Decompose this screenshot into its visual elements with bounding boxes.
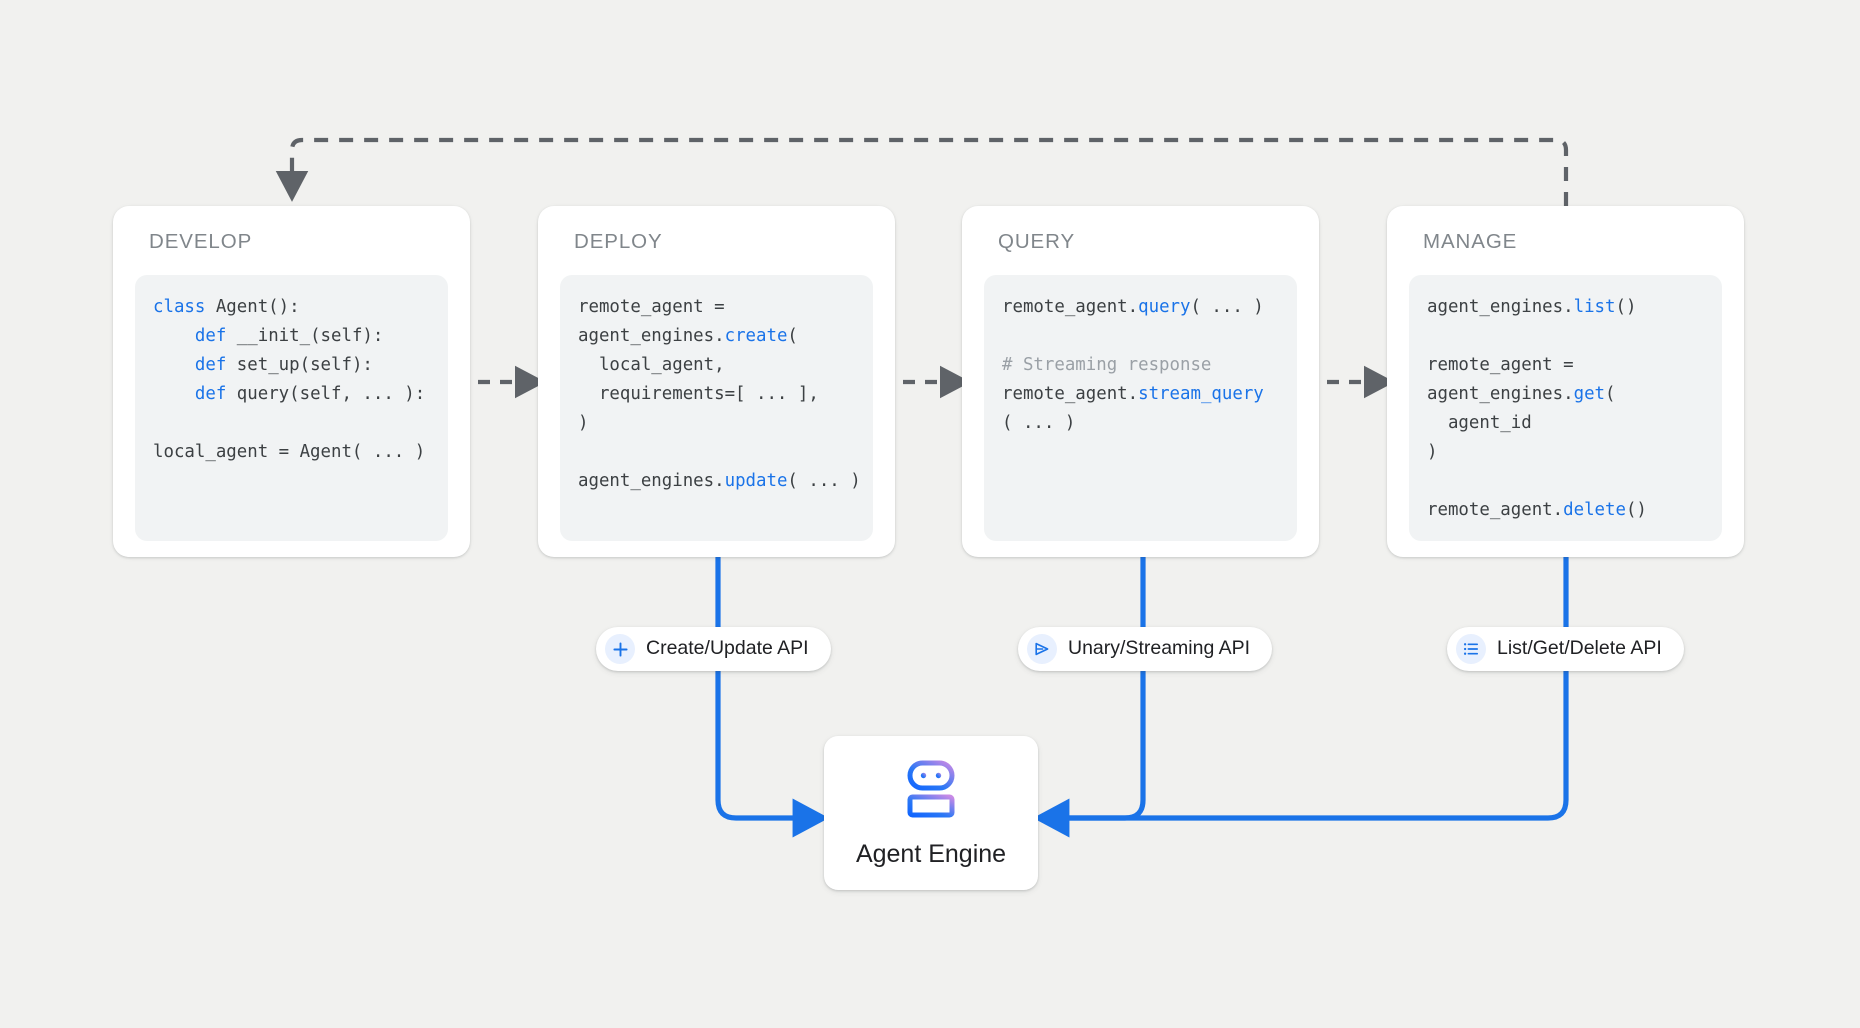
stage-title-deploy: DEPLOY: [574, 230, 663, 253]
api-pill-list-get-delete[interactable]: List/Get/Delete API: [1447, 627, 1684, 671]
agent-engine-node[interactable]: Agent Engine: [824, 736, 1038, 890]
feedback-loop-connector: [275, 137, 1569, 206]
code-block-deploy: remote_agent = agent_engines.create( loc…: [560, 274, 873, 541]
stage-card-deploy: DEPLOY remote_agent = agent_engines.crea…: [538, 206, 895, 557]
code-block-query: remote_agent.query( ... ) # Streaming re…: [984, 274, 1297, 541]
stage-card-develop: DEVELOP class Agent(): def __init_(self)…: [113, 206, 470, 557]
robot-icon: [895, 759, 967, 828]
send-icon: [1027, 634, 1057, 664]
api-pill-label: Create/Update API: [646, 637, 809, 660]
stage-card-query: QUERY remote_agent.query( ... ) # Stream…: [962, 206, 1319, 557]
stage-title-query: QUERY: [998, 230, 1076, 253]
stage-title-manage: MANAGE: [1423, 230, 1518, 253]
list-icon: [1456, 634, 1486, 664]
api-pill-label: List/Get/Delete API: [1497, 637, 1662, 660]
code-block-develop: class Agent(): def __init_(self): def se…: [135, 274, 448, 541]
deploy-to-agent-engine-wire: [715, 557, 829, 838]
api-pill-unary-streaming[interactable]: Unary/Streaming API: [1018, 627, 1273, 671]
manage-to-agent-engine-wire: [1033, 557, 1569, 838]
api-pill-label: Unary/Streaming API: [1068, 637, 1251, 660]
code-block-manage: agent_engines.list() remote_agent = agen…: [1409, 274, 1722, 541]
plus-icon: [605, 634, 635, 664]
query-to-agent-engine-wire: [1060, 557, 1146, 821]
stage-title-develop: DEVELOP: [149, 230, 253, 253]
agent-engine-label: Agent Engine: [855, 840, 1007, 868]
api-pill-create-update[interactable]: Create/Update API: [596, 627, 831, 671]
stage-card-manage: MANAGE agent_engines.list() remote_agent…: [1387, 206, 1744, 557]
